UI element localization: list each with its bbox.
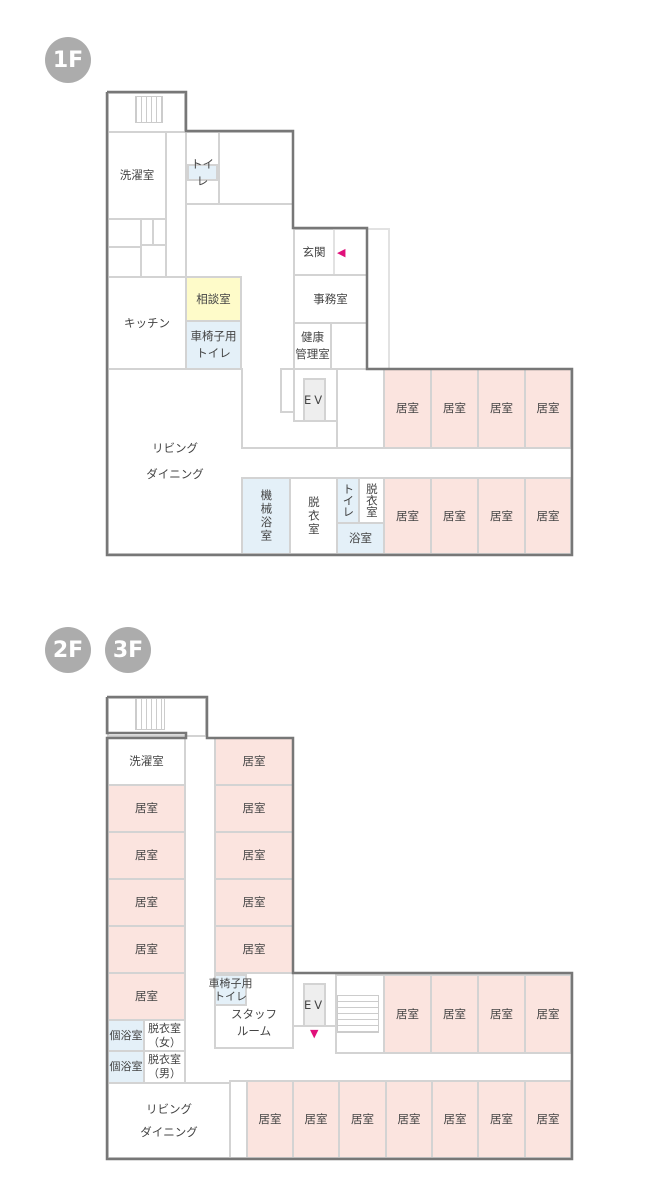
room-resident: 居室 [338,1080,387,1159]
room-resident: 居室 [246,1080,294,1159]
room-blank [336,368,385,449]
floor-badge-2f: 2F [45,627,91,673]
room-resident: 居室 [524,368,572,449]
room-small [107,218,142,248]
room-resident: 居室 [430,974,479,1054]
room-resident: 居室 [430,477,479,555]
elevator-arrow-icon: ▼ [310,1027,319,1040]
room-small [140,244,167,278]
elevator: EV [303,378,326,422]
room-wheelchair-toilet: 車椅子用 トイレ [209,974,253,1006]
room-living-dining: リビング ダイニング [107,368,243,555]
room-toilet: トイレ [336,477,360,524]
stairs-icon [135,96,163,123]
corridor [165,131,187,278]
room-private-bath: 個浴室 [107,1050,145,1084]
room-resident: 居室 [524,477,572,555]
room-machine-bath: 機械浴室 [241,477,291,555]
room-resident: 居室 [107,784,186,833]
room-resident: 居室 [383,974,432,1054]
room-resident: 居室 [477,1080,526,1159]
entrance-arrow-icon: ◀ [337,246,346,259]
room-changing: 脱衣室 [289,477,338,555]
room-entrance: 玄関 [293,228,335,276]
room-resident: 居室 [477,368,526,449]
room-resident: 居室 [214,784,294,833]
room-changing-women: 脱衣室 （女） [143,1019,186,1052]
room-toilet: トイレ [187,157,218,188]
room-living-dining: リビング ダイニング [107,1082,231,1159]
room-resident: 居室 [524,1080,572,1159]
room-resident: 居室 [292,1080,340,1159]
room-resident: 居室 [214,925,294,974]
elevator: EV [303,983,326,1027]
room-health: 健康 管理室 [293,322,332,370]
room-resident: 居室 [107,972,186,1021]
room-changing: 脱衣室 [358,477,385,524]
stairs-icon [135,698,165,730]
room-resident: 居室 [477,477,526,555]
room-resident: 居室 [107,925,186,974]
room-changing-men: 脱衣室 （男） [143,1050,186,1084]
room-small [152,218,167,246]
room-resident: 居室 [107,878,186,927]
room-resident: 居室 [214,878,294,927]
room-resident: 居室 [477,974,526,1054]
room-private-bath: 個浴室 [107,1019,145,1052]
room-resident: 居室 [430,368,479,449]
room-resident: 居室 [214,737,294,786]
room-consultation: 相談室 [185,276,242,322]
room-resident: 居室 [214,831,294,880]
room-resident: 居室 [431,1080,479,1159]
room-small [330,322,368,370]
room-resident: 居室 [107,831,186,880]
room-bath: 浴室 [336,522,385,555]
room-resident: 居室 [383,368,432,449]
room-small [107,246,142,278]
room-resident: 居室 [383,477,432,555]
room-laundry: 洗濯室 [107,737,186,786]
room-laundry: 洗濯室 [107,131,167,220]
room-resident: 居室 [385,1080,433,1159]
stairs-icon [337,995,379,1033]
floor-badge-1f: 1F [45,37,91,83]
room-kitchen: キッチン [107,276,187,370]
corridor [241,447,572,479]
room-office: 事務室 [293,274,368,324]
room-wheelchair-toilet: 車椅子用 トイレ [185,320,242,370]
room-storage [218,131,294,205]
floor-badge-3f: 3F [105,627,151,673]
room-resident: 居室 [524,974,572,1054]
